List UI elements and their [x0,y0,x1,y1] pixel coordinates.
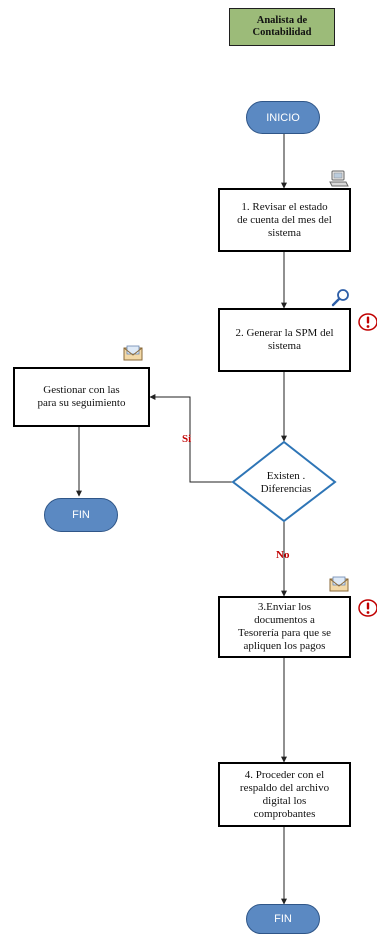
decision-yes-label: Si [182,433,192,445]
step-3-box[interactable]: 3.Enviar los documentos a Tesorería para… [218,596,351,658]
decision-label: Existen . Diferencias [260,470,312,495]
step-1-box[interactable]: 1. Revisar el estado de cuenta del mes d… [218,188,351,252]
start-terminator[interactable]: INICIO [246,101,320,134]
arrow-decision-yes [149,394,233,483]
lane-header: Analista de Contabilidad [229,8,335,46]
end-terminator-left[interactable]: FIN [44,498,118,532]
computer-icon [329,170,349,187]
step-2-box[interactable]: 2. Generar la SPM del sistema [218,308,351,372]
warning-icon [358,599,377,617]
warning-icon [358,313,377,331]
mail-icon [123,345,143,361]
magnifier-icon [331,289,349,307]
step-4-box[interactable]: 4. Proceder con el respaldo del archivo … [218,762,351,827]
mail-icon [329,576,349,592]
side-task-box[interactable]: Gestionar con las para su seguimiento [13,367,150,427]
decision-no-label: No [276,549,290,561]
decision-diamond [231,440,337,523]
end-terminator-main[interactable]: FIN [246,904,320,934]
